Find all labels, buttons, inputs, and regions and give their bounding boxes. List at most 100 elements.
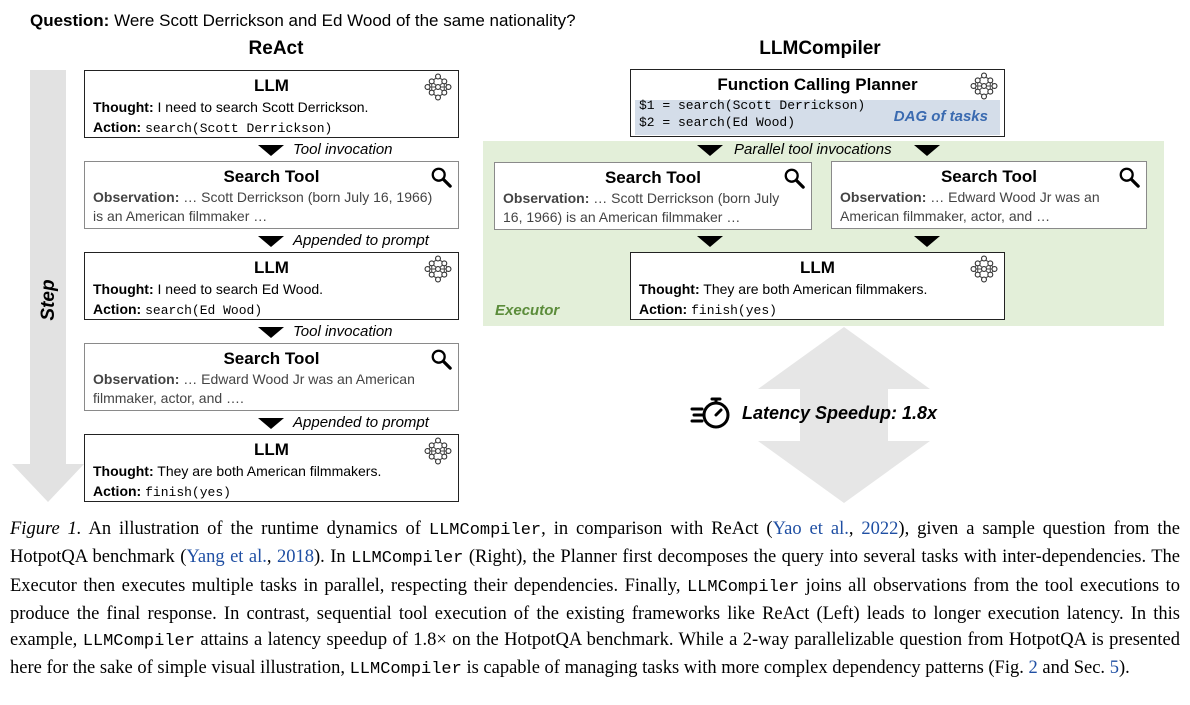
action-label: Action: bbox=[639, 301, 688, 317]
network-icon bbox=[424, 255, 452, 283]
thought-label: Thought: bbox=[93, 281, 154, 297]
stopwatch-icon bbox=[690, 397, 730, 429]
network-icon bbox=[970, 72, 998, 100]
observation-label: Observation: bbox=[503, 190, 590, 206]
react-llm-3: LLM Thought: They are both American film… bbox=[84, 434, 459, 502]
compiler-search-left-obs-1: … Scott Derrickson (born July bbox=[593, 190, 780, 206]
caption-text: ). bbox=[1118, 658, 1130, 679]
react-search-2-obs-2: filmmaker, actor, and …. bbox=[93, 390, 244, 406]
search-icon bbox=[430, 348, 452, 370]
question-text: Were Scott Derrickson and Ed Wood of the… bbox=[114, 11, 576, 30]
compiler-llm-thought: They are both American filmmakers. bbox=[703, 281, 928, 297]
thought-label: Thought: bbox=[93, 99, 154, 115]
arrow-down bbox=[258, 327, 284, 338]
caption-text: , in comparison with ReAct ( bbox=[541, 519, 773, 539]
executor-label: Executor bbox=[495, 302, 560, 319]
react-arrow-label-3: Tool invocation bbox=[293, 323, 393, 340]
parallel-label: Parallel tool invocations bbox=[734, 141, 892, 158]
react-llm-1: LLM Thought: I need to search Scott Derr… bbox=[84, 70, 459, 138]
react-search-2: Search Tool Observation: … Edward Wood J… bbox=[84, 343, 459, 411]
question: Question: Were Scott Derrickson and Ed W… bbox=[30, 11, 576, 31]
react-llm-3-thought: They are both American filmmakers. bbox=[157, 463, 382, 479]
arrow-down bbox=[697, 145, 723, 156]
citation-link[interactable]: 2018 bbox=[276, 547, 314, 568]
question-label: Question: bbox=[30, 11, 110, 30]
citation-link[interactable]: 2022 bbox=[861, 519, 899, 539]
react-llm-2: LLM Thought: I need to search Ed Wood. A… bbox=[84, 252, 459, 320]
react-llm-2-thought: I need to search Ed Wood. bbox=[157, 281, 324, 297]
react-llm-3-action: finish(yes) bbox=[145, 485, 231, 500]
latency-speedup: Latency Speedup: 1.8x bbox=[690, 395, 937, 431]
thought-label: Thought: bbox=[93, 463, 154, 479]
arrow-down bbox=[697, 236, 723, 247]
caption-text: ), given a sample question from the Hotp… bbox=[10, 519, 1180, 568]
search-icon bbox=[430, 166, 452, 188]
compiler-search-right: Search Tool Observation: … Edward Wood J… bbox=[831, 161, 1147, 229]
citation-link[interactable]: Yang et al. bbox=[186, 547, 267, 568]
compiler-search-right-obs-2: American filmmaker, actor, and … bbox=[840, 208, 1051, 224]
caption-text: (Right), the Planner first decomposes th… bbox=[10, 547, 1181, 596]
caption-text: , bbox=[848, 519, 862, 539]
react-search-1-title: Search Tool bbox=[223, 167, 320, 186]
dag-region bbox=[635, 100, 1000, 135]
arrow-down bbox=[258, 145, 284, 156]
arrow-down bbox=[258, 236, 284, 247]
search-icon bbox=[783, 167, 805, 189]
compiler-search-left-title: Search Tool bbox=[604, 168, 702, 187]
caption-text: is capable of managing tasks with more c… bbox=[461, 658, 1029, 679]
observation-label: Observation: bbox=[93, 371, 180, 387]
thought-label: Thought: bbox=[639, 281, 700, 297]
observation-label: Observation: bbox=[93, 189, 180, 205]
react-search-1: Search Tool Observation: … Scott Derrick… bbox=[84, 161, 459, 229]
action-label: Action: bbox=[93, 483, 142, 499]
bidirectional-arrow bbox=[758, 327, 930, 503]
llmcompiler-title: LLMCompiler bbox=[759, 38, 881, 59]
planner-title: Function Calling Planner bbox=[717, 75, 918, 94]
arrow-down bbox=[258, 418, 284, 429]
caption-text: and Sec. bbox=[1037, 658, 1110, 679]
action-label: Action: bbox=[93, 301, 142, 317]
citation-link[interactable]: Yao et al. bbox=[772, 519, 849, 539]
caption-text: attains a latency speedup of 1.8× on the… bbox=[10, 630, 1180, 679]
react-search-1-obs-1: … Scott Derrickson (born July 16, 1966) bbox=[183, 189, 433, 205]
caption-mono: LLMCompiler bbox=[686, 577, 800, 597]
caption-mono: LLMCompiler bbox=[351, 549, 464, 569]
network-icon bbox=[424, 73, 452, 101]
compiler-llm: LLM Thought: They are both American film… bbox=[630, 252, 1005, 320]
react-llm-1-action: search(Scott Derrickson) bbox=[145, 121, 333, 136]
react-llm-2-title: LLM bbox=[254, 258, 289, 277]
dag-label: DAG of tasks bbox=[893, 108, 988, 125]
search-icon bbox=[1118, 166, 1140, 188]
planner-box: Function Calling Planner $1 = search(Sco… bbox=[630, 69, 1005, 137]
compiler-search-left-obs-2: 16, 1966) is an American filmmaker … bbox=[503, 209, 741, 225]
compiler-llm-action: finish(yes) bbox=[691, 303, 777, 318]
figure-ref-link[interactable]: 2 bbox=[1028, 658, 1038, 679]
react-arrow-label-4: Appended to prompt bbox=[293, 414, 429, 431]
caption-text: , bbox=[266, 547, 277, 568]
section-ref-link[interactable]: 5 bbox=[1109, 658, 1119, 679]
action-label: Action: bbox=[93, 119, 142, 135]
arrow-down bbox=[914, 236, 940, 247]
compiler-llm-title: LLM bbox=[800, 258, 835, 277]
react-arrow-label-2: Appended to prompt bbox=[293, 232, 429, 249]
caption-mono: LLMCompiler bbox=[428, 521, 542, 540]
caption-text: An illustration of the runtime dynamics … bbox=[81, 519, 429, 539]
caption-text: joins all observations from the tool exe… bbox=[10, 575, 1180, 651]
react-search-2-obs-1: … Edward Wood Jr was an American bbox=[183, 371, 415, 387]
react-llm-2-action: search(Ed Wood) bbox=[145, 303, 263, 318]
react-title: ReAct bbox=[248, 38, 304, 59]
compiler-search-right-obs-1: … Edward Wood Jr was an bbox=[930, 189, 1100, 205]
compiler-search-left: Search Tool Observation: … Scott Derrick… bbox=[494, 162, 812, 230]
figure-caption: Figure 1. An illustration of the runtime… bbox=[10, 516, 1180, 684]
network-icon bbox=[424, 437, 452, 465]
network-icon bbox=[970, 255, 998, 283]
planner-task-1: $1 = search(Scott Derrickson) bbox=[639, 98, 866, 113]
compiler-search-right-title: Search Tool bbox=[940, 167, 1038, 186]
caption-mono: LLMCompiler bbox=[82, 632, 195, 652]
react-arrow-label-1: Tool invocation bbox=[293, 141, 393, 158]
caption-fig-label: Figure 1. bbox=[10, 519, 82, 539]
react-llm-1-title: LLM bbox=[254, 76, 289, 95]
react-search-2-title: Search Tool bbox=[223, 349, 320, 368]
react-search-1-obs-2: is an American filmmaker … bbox=[93, 208, 268, 224]
react-llm-3-title: LLM bbox=[254, 440, 289, 459]
